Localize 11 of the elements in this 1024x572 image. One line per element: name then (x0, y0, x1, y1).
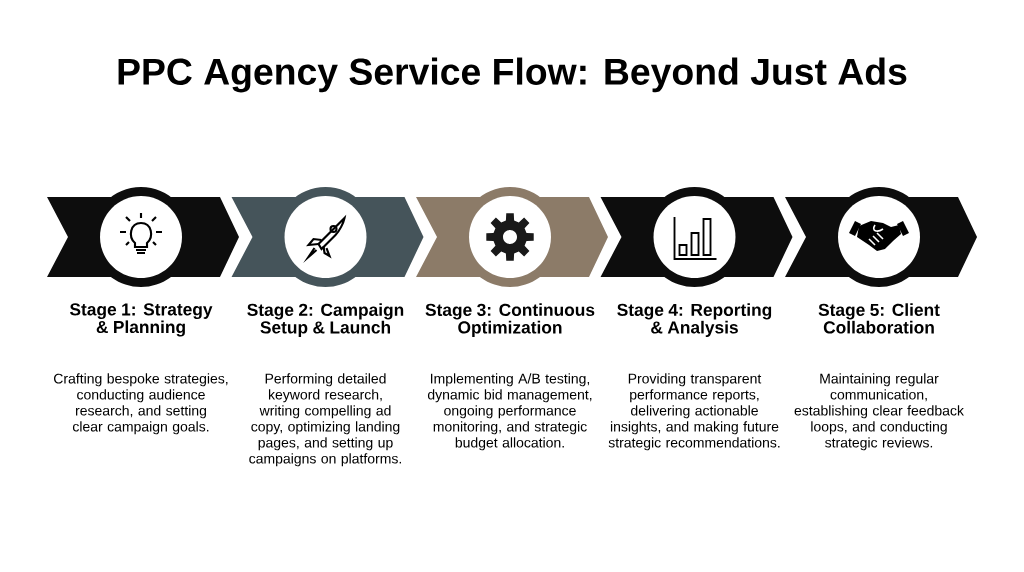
stage-heading: Stage 3: Continuous Optimization (425, 303, 595, 337)
stage-heading: Stage 4: Reporting & Analysis (617, 303, 772, 337)
stage-heading: Stage 1: Strategy & Planning (69, 303, 213, 337)
stage-description: Implementing A/B testing, dynamic bid management, ongoing performance monitoring, and strategic budget allocation. (427, 373, 592, 451)
stage-heading: Stage 5: Client Collaboration (818, 303, 940, 334)
stage-description: Performing detailed keyword research, writing compelling ad copy, optimizing landing pages, and setting up campaigns on platforms. (249, 373, 401, 467)
stage-heading: Stage 2: Campaign Setup & Launch (247, 303, 404, 337)
stage-description: Providing transparent performance reports, delivering actionable insights, and making future strategic recommendations. (608, 373, 780, 451)
stage-description: Maintaining regular communication, establishing clear feedback loops, and conducting strategic reviews. (794, 373, 964, 451)
stage-description: Crafting bespoke strategies, conducting audience research, and setting clear campaign goals. (54, 373, 228, 435)
title: PPC Agency Service Flow: Beyond Just Ads (118, 57, 907, 93)
